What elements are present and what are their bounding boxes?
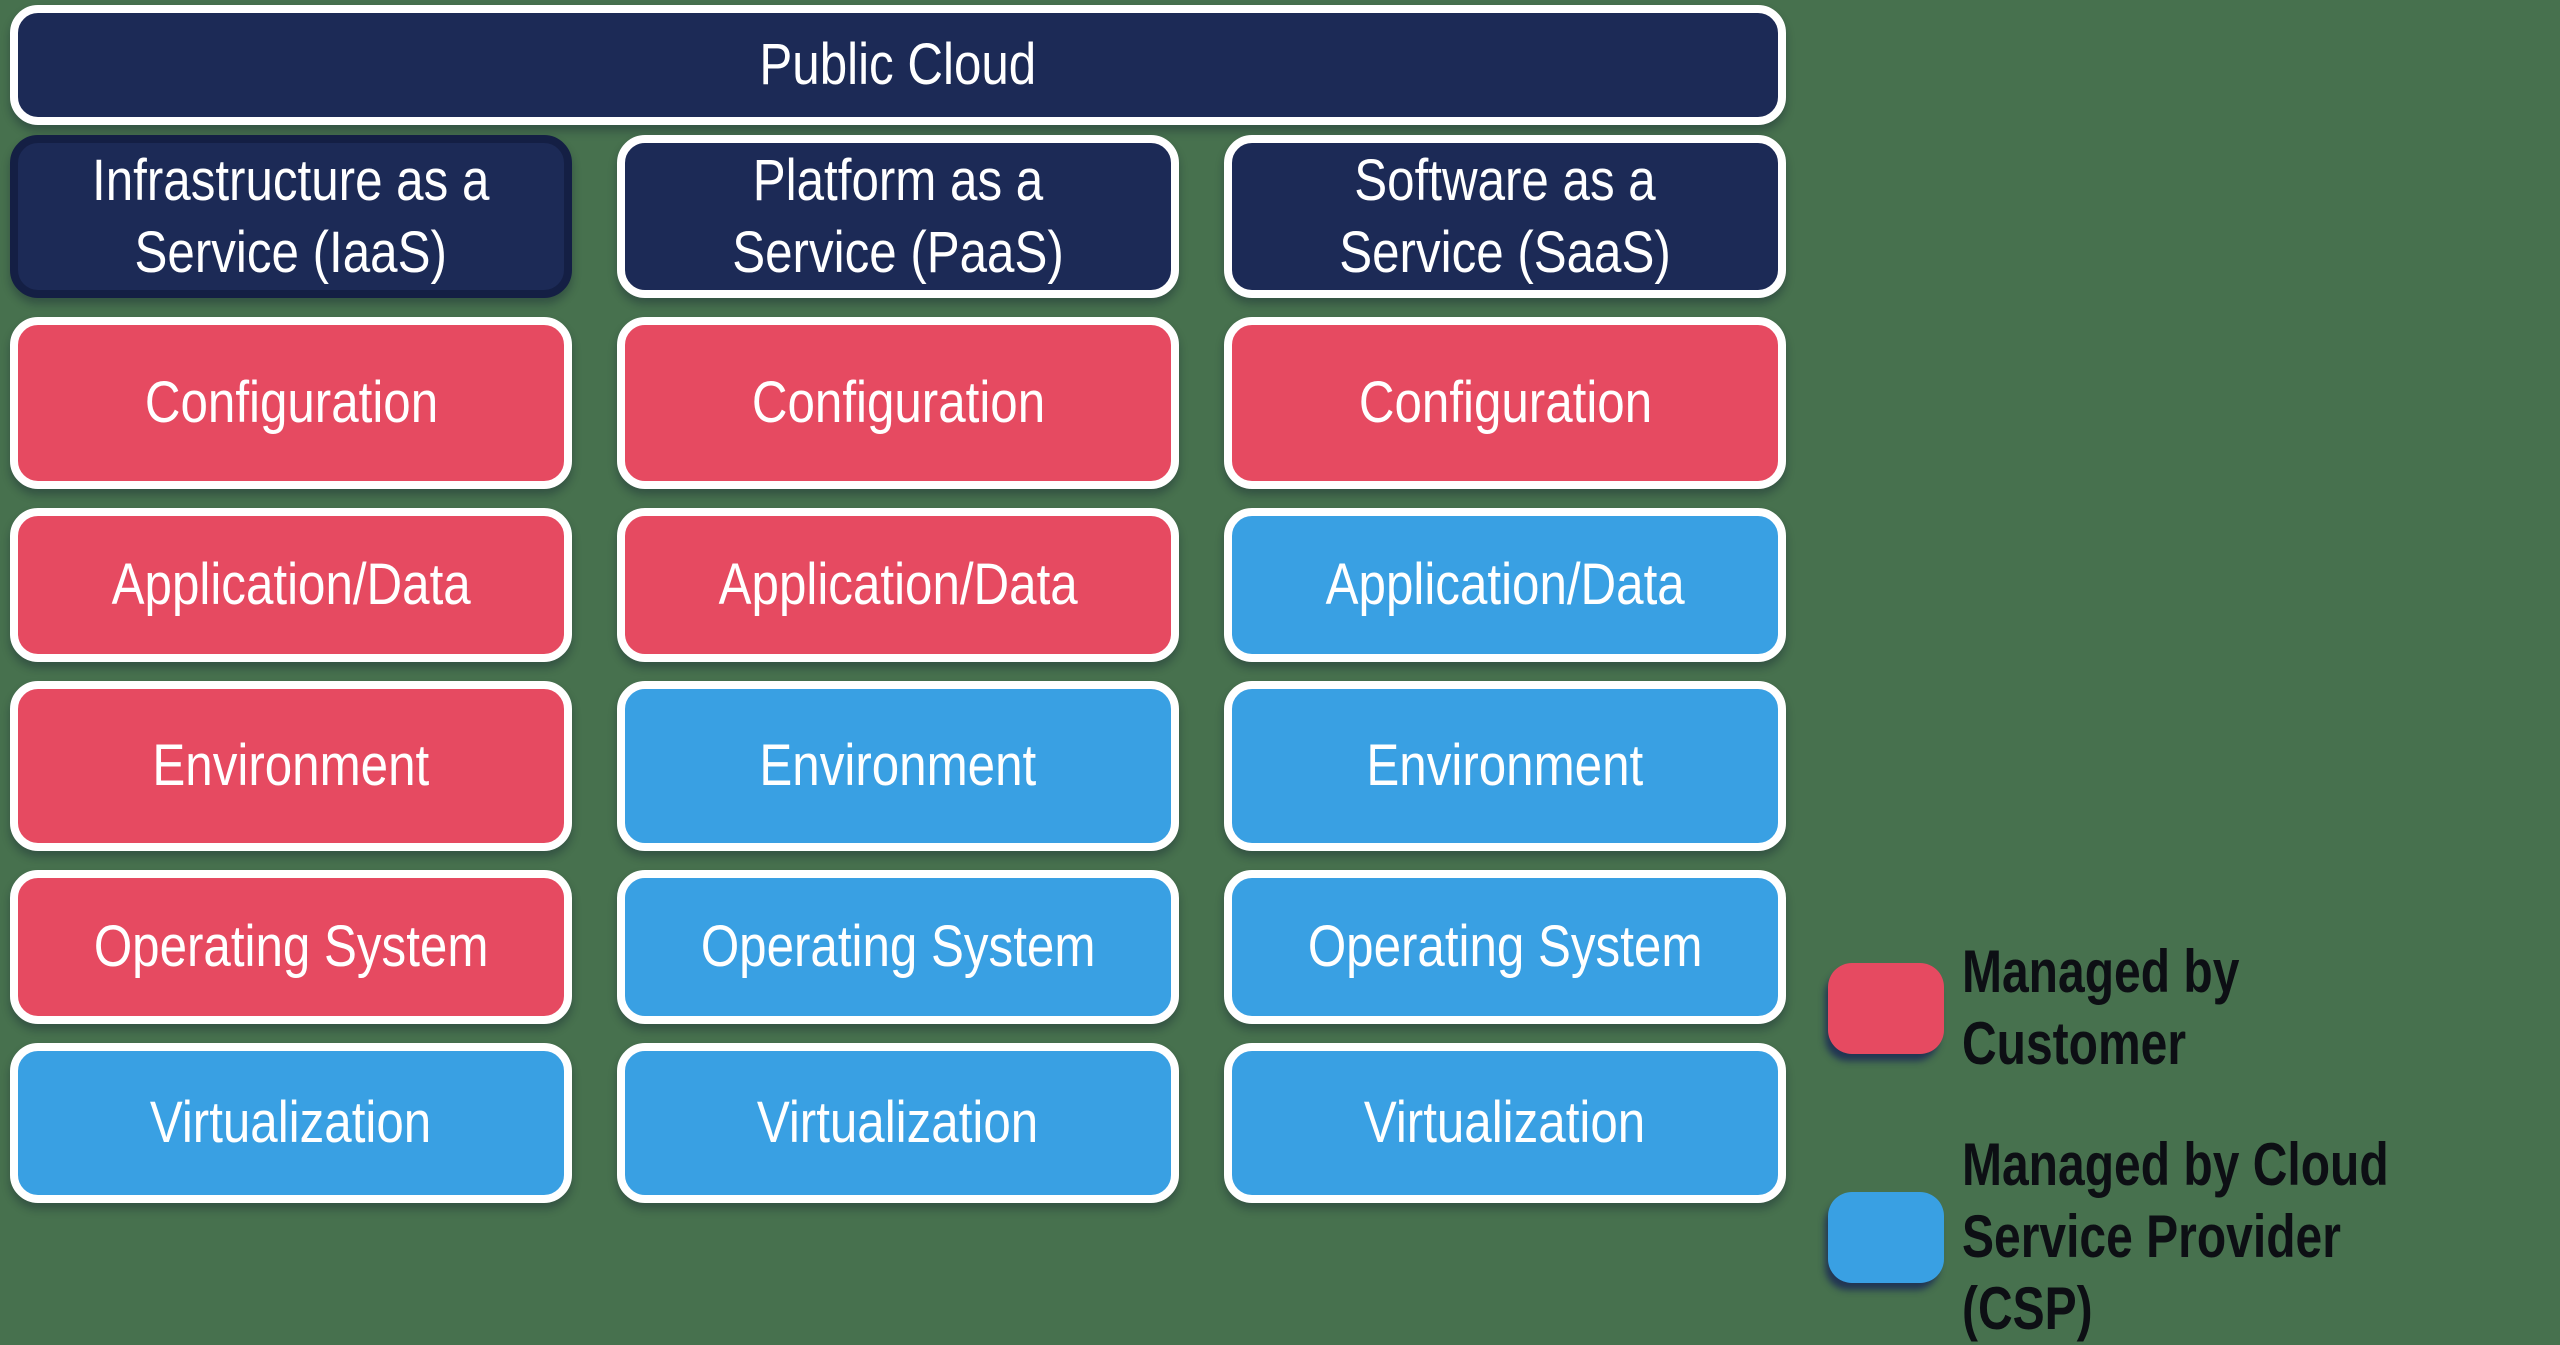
csp-color-swatch [1828, 1191, 1944, 1283]
saas-configuration-cell: Configuration [1224, 317, 1786, 489]
paas-environment-cell: Environment [617, 681, 1179, 851]
paas-header-label: Platform as a Service (PaaS) [732, 147, 1064, 285]
shared-responsibility-diagram: Public Cloud Infrastructure as a Service… [10, 5, 2389, 1342]
legend: Managed by Customer Managed by Cloud Ser… [1828, 936, 2560, 1345]
iaas-header: Infrastructure as a Service (IaaS) [10, 135, 572, 298]
saas-environment-cell: Environment [1224, 681, 1786, 851]
service-model-grid: Infrastructure as a Service (IaaS) Platf… [10, 135, 1786, 1203]
customer-color-swatch [1828, 962, 1944, 1054]
legend-item-customer: Managed by Customer [1828, 936, 2560, 1080]
paas-operating-system-label: Operating System [700, 914, 1096, 980]
paas-operating-system-cell: Operating System [617, 870, 1179, 1024]
paas-virtualization-label: Virtualization [757, 1090, 1039, 1156]
iaas-environment-cell: Environment [10, 681, 572, 851]
iaas-application-data-label: Application/Data [111, 552, 471, 618]
public-cloud-header: Public Cloud [10, 5, 1786, 125]
iaas-virtualization-label: Virtualization [150, 1090, 432, 1156]
paas-application-data-label: Application/Data [718, 552, 1078, 618]
legend-item-csp: Managed by Cloud Service Provider (CSP) [1828, 1129, 2560, 1345]
saas-header: Software as a Service (SaaS) [1224, 135, 1786, 298]
paas-environment-label: Environment [759, 733, 1037, 799]
saas-environment-label: Environment [1366, 733, 1644, 799]
paas-configuration-cell: Configuration [617, 317, 1179, 489]
saas-operating-system-label: Operating System [1307, 914, 1703, 980]
saas-header-label: Software as a Service (SaaS) [1339, 147, 1671, 285]
paas-virtualization-cell: Virtualization [617, 1043, 1179, 1203]
iaas-application-data-cell: Application/Data [10, 508, 572, 662]
iaas-header-label: Infrastructure as a Service (IaaS) [92, 147, 490, 285]
iaas-operating-system-label: Operating System [93, 914, 489, 980]
iaas-configuration-cell: Configuration [10, 317, 572, 489]
iaas-configuration-label: Configuration [144, 370, 438, 436]
saas-application-data-label: Application/Data [1325, 552, 1685, 618]
paas-header: Platform as a Service (PaaS) [617, 135, 1179, 298]
legend-csp-label: Managed by Cloud Service Provider (CSP) [1962, 1131, 2389, 1342]
saas-application-data-cell: Application/Data [1224, 508, 1786, 662]
saas-operating-system-cell: Operating System [1224, 870, 1786, 1024]
iaas-virtualization-cell: Virtualization [10, 1043, 572, 1203]
iaas-operating-system-cell: Operating System [10, 870, 572, 1024]
iaas-environment-label: Environment [152, 733, 430, 799]
saas-virtualization-cell: Virtualization [1224, 1043, 1786, 1203]
public-cloud-title: Public Cloud [759, 32, 1037, 98]
legend-customer-label: Managed by Customer [1962, 938, 2240, 1077]
paas-configuration-label: Configuration [751, 370, 1045, 436]
paas-application-data-cell: Application/Data [617, 508, 1179, 662]
saas-virtualization-label: Virtualization [1364, 1090, 1646, 1156]
saas-configuration-label: Configuration [1358, 370, 1652, 436]
